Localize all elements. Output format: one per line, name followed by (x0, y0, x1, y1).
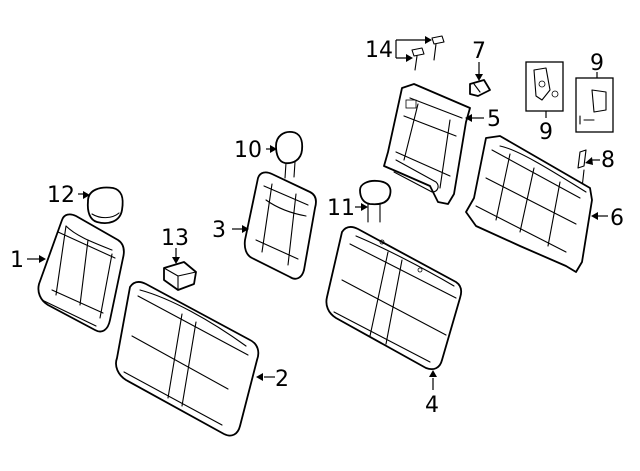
part-12-headrest[interactable] (86, 186, 124, 224)
part-13-pad[interactable] (163, 261, 197, 291)
part-9-bracket-box-b[interactable] (575, 77, 614, 133)
callout-10: 10 (234, 138, 262, 163)
part-1-seat-back[interactable] (37, 213, 125, 333)
callout-11: 11 (327, 196, 355, 221)
part-11-headrest[interactable] (359, 179, 392, 223)
part-2-seat-cushion[interactable] (115, 281, 260, 437)
callout-7: 7 (472, 39, 486, 64)
callout-4: 4 (425, 393, 439, 418)
callout-14: 14 (365, 38, 393, 63)
callout-2: 2 (275, 367, 289, 392)
callout-9-b: 9 (590, 51, 604, 76)
callout-9-a: 9 (539, 120, 553, 145)
callout-3: 3 (212, 218, 226, 243)
callout-1: 1 (10, 248, 24, 273)
callout-6: 6 (610, 206, 624, 231)
part-7-clip[interactable] (469, 79, 491, 97)
part-6-seat-frame[interactable] (465, 135, 593, 273)
part-10-headrest[interactable] (275, 131, 304, 179)
part-3-seat-back[interactable] (243, 171, 317, 280)
callout-13: 13 (161, 226, 189, 251)
part-5-seat-frame[interactable] (383, 83, 471, 205)
part-9-bracket-box-a[interactable] (525, 61, 564, 112)
leader-lines (27, 36, 608, 390)
callout-5: 5 (487, 107, 501, 132)
callout-8: 8 (601, 148, 615, 173)
part-4-seat-cushion[interactable] (325, 226, 463, 371)
callout-labels: 1 2 3 4 5 6 7 8 9 9 10 11 12 13 14 (10, 38, 624, 418)
part-14-bolts[interactable] (411, 35, 445, 71)
callout-12: 12 (47, 183, 75, 208)
